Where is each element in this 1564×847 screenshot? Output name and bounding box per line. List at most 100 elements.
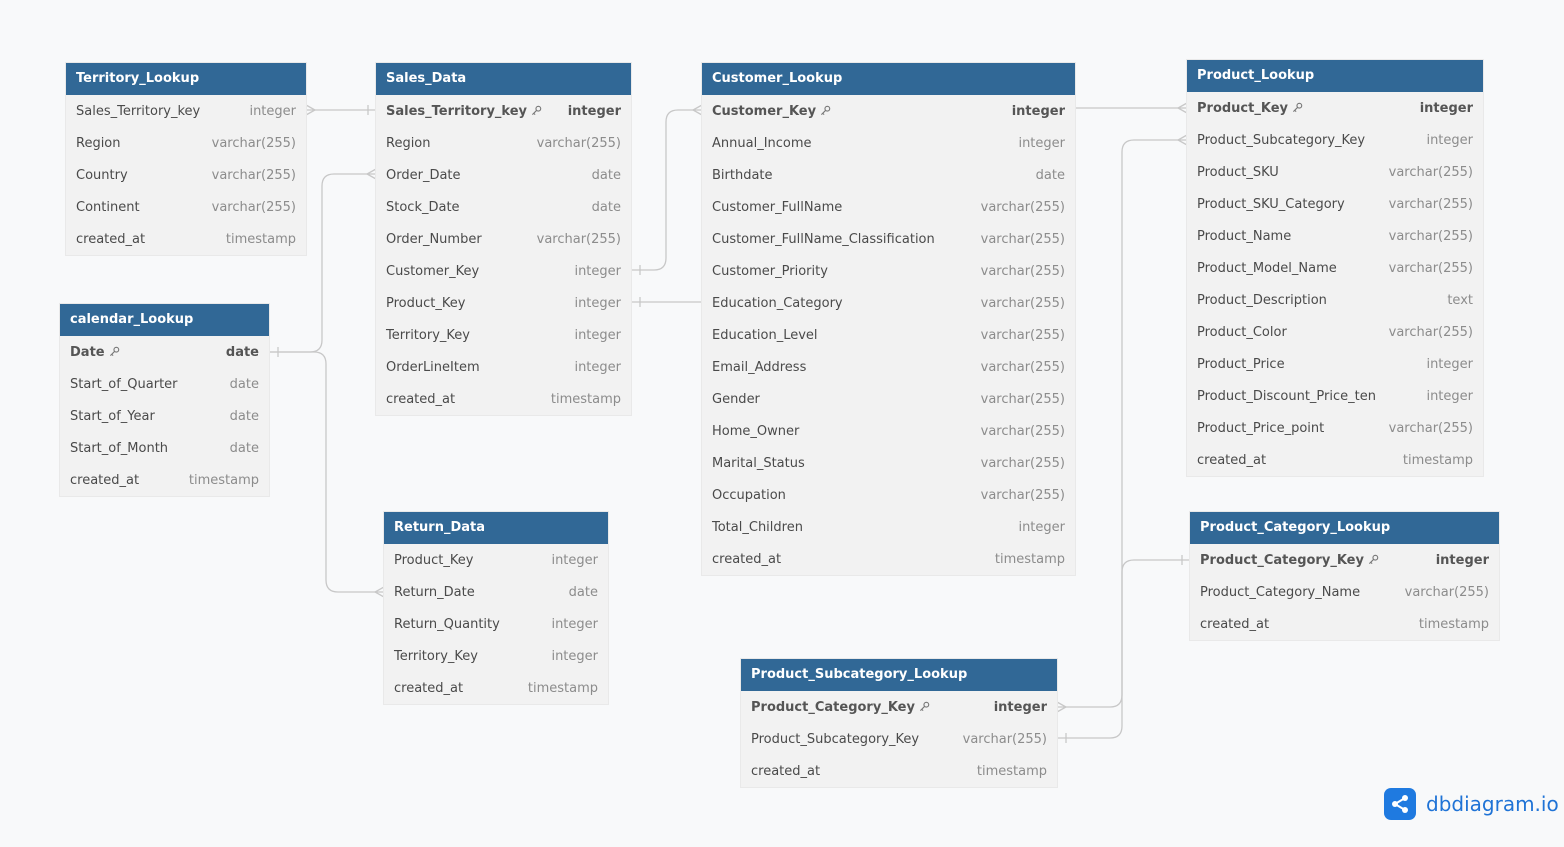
field-name-wrap: created_at xyxy=(70,473,139,488)
field-name-wrap: created_at xyxy=(1200,617,1269,632)
field-type: timestamp xyxy=(188,472,259,488)
table-header[interactable]: calendar_Lookup xyxy=(60,304,269,336)
table-header[interactable]: Customer_Lookup xyxy=(702,63,1075,95)
table-header[interactable]: Product_Category_Lookup xyxy=(1190,512,1499,544)
field-name: Start_of_Month xyxy=(70,440,169,456)
key-icon xyxy=(919,701,930,712)
field-type: integer xyxy=(249,103,296,119)
field-type: date xyxy=(229,408,259,424)
table-header[interactable]: Product_Lookup xyxy=(1187,60,1483,92)
field-name: Order_Date xyxy=(386,167,461,183)
field-name-wrap: Sales_Territory_key xyxy=(76,104,200,119)
field-type: date xyxy=(229,376,259,392)
relationship-line[interactable] xyxy=(1057,559,1190,708)
field-row[interactable]: created_at timestamp xyxy=(60,464,269,496)
field-name: Customer_Key xyxy=(712,103,817,119)
field-type: varchar(255) xyxy=(1388,164,1473,180)
brand-badge[interactable]: dbdiagram.io xyxy=(1384,788,1559,820)
field-name: Customer_Key xyxy=(386,263,480,279)
table-header[interactable]: Product_Subcategory_Lookup xyxy=(741,659,1057,691)
field-name-wrap: Product_Color xyxy=(1197,325,1287,340)
table-header[interactable]: Territory_Lookup xyxy=(66,63,306,95)
field-name: Product_Key xyxy=(386,295,466,311)
field-type: timestamp xyxy=(994,551,1065,567)
field-type: integer xyxy=(1435,552,1489,568)
relationship-line[interactable] xyxy=(1057,139,1187,739)
relationship-line[interactable] xyxy=(631,109,702,271)
relationship-line[interactable] xyxy=(269,351,384,593)
table-header[interactable]: Return_Data xyxy=(384,512,608,544)
field-name-wrap: Total_Children xyxy=(712,520,803,535)
field-type: text xyxy=(1447,292,1473,308)
field-row[interactable]: created_at timestamp xyxy=(702,543,1075,575)
table-header[interactable]: Sales_Data xyxy=(376,63,631,95)
field-row[interactable]: Sales_Territory_key integer xyxy=(66,95,306,127)
field-name-wrap: created_at xyxy=(712,552,781,567)
